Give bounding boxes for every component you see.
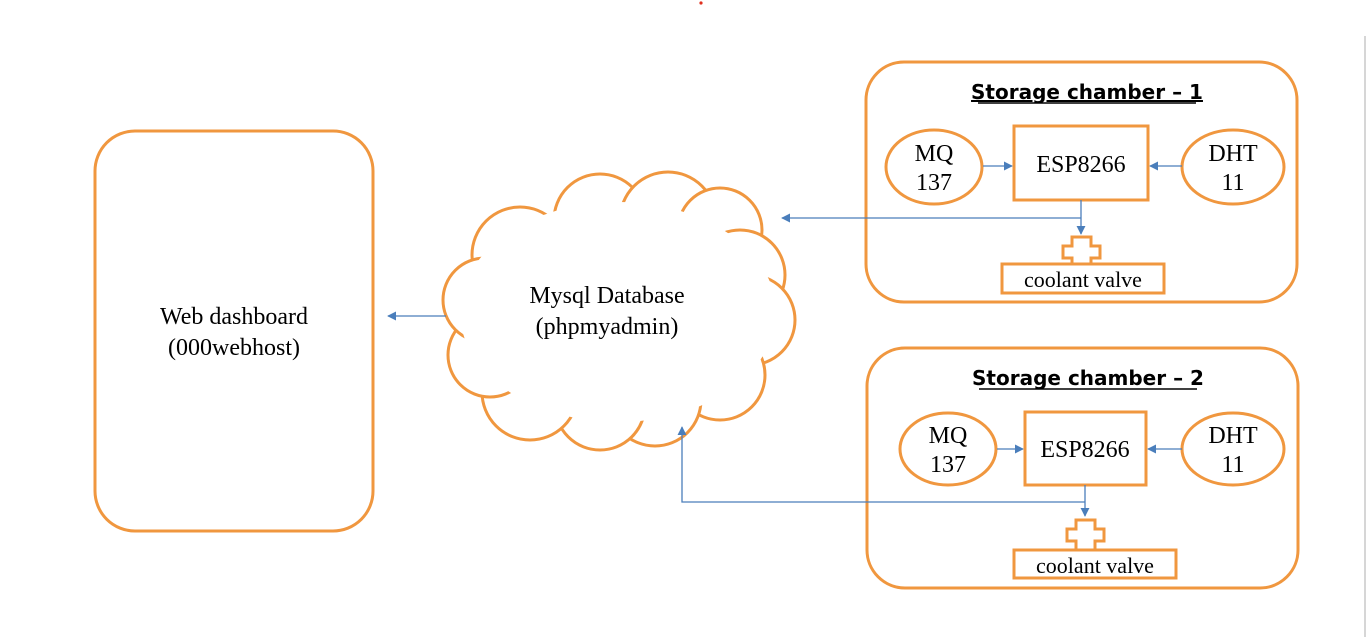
chamber-2-title: Storage chamber – 2 (972, 366, 1204, 390)
chamber-2-coolant-valve-label: coolant valve (1036, 553, 1154, 578)
marker-dot (699, 1, 703, 5)
chamber-1-title: Storage chamber – 1 (971, 80, 1203, 104)
chamber-2-coolant-valve-box (1012, 548, 1178, 580)
storage-chamber-2: Storage chamber – 2 MQ 137 ESP8266 DHT 1… (865, 346, 1300, 590)
cloud-fill (460, 202, 776, 422)
chamber-2-mq137-label: MQ (929, 423, 968, 449)
web-dashboard-node: Web dashboard (000webhost) (93, 129, 375, 533)
web-dashboard-box (93, 129, 375, 533)
arrow-chamber-2-to-database (677, 426, 1085, 503)
chamber-1-coolant-valve-box (1000, 262, 1166, 295)
database-cloud-node: Mysql Database (phpmyadmin) (441, 170, 797, 452)
web-dashboard-host-label: (000webhost) (168, 335, 300, 361)
chamber-2-dht11-number: 11 (1221, 452, 1244, 478)
chamber-1-mq137-sensor (884, 128, 984, 206)
chamber-2-mq137-sensor (898, 411, 998, 487)
web-dashboard-label: Web dashboard (160, 304, 308, 330)
chamber-2-mq137-number: 137 (930, 452, 966, 478)
chamber-1-dht11-sensor (1180, 128, 1286, 206)
chamber-1-mq137-label: MQ (915, 141, 954, 167)
chamber-1-esp8266-box (1012, 124, 1150, 202)
chamber-1-esp8266-label: ESP8266 (1036, 152, 1125, 178)
database-tool-label: (phpmyadmin) (536, 314, 679, 340)
storage-chamber-1: Storage chamber – 1 MQ 137 ESP8266 DHT 1… (864, 60, 1299, 304)
database-label: Mysql Database (529, 283, 684, 309)
chamber-1-dht11-number: 11 (1221, 170, 1244, 196)
chamber-2-dht11-label: DHT (1208, 423, 1258, 449)
chamber-1-coolant-valve-label: coolant valve (1024, 267, 1142, 292)
chamber-1-dht11-label: DHT (1208, 141, 1258, 167)
chamber-2-esp8266-label: ESP8266 (1040, 437, 1129, 463)
chamber-1-mq137-number: 137 (916, 170, 952, 196)
